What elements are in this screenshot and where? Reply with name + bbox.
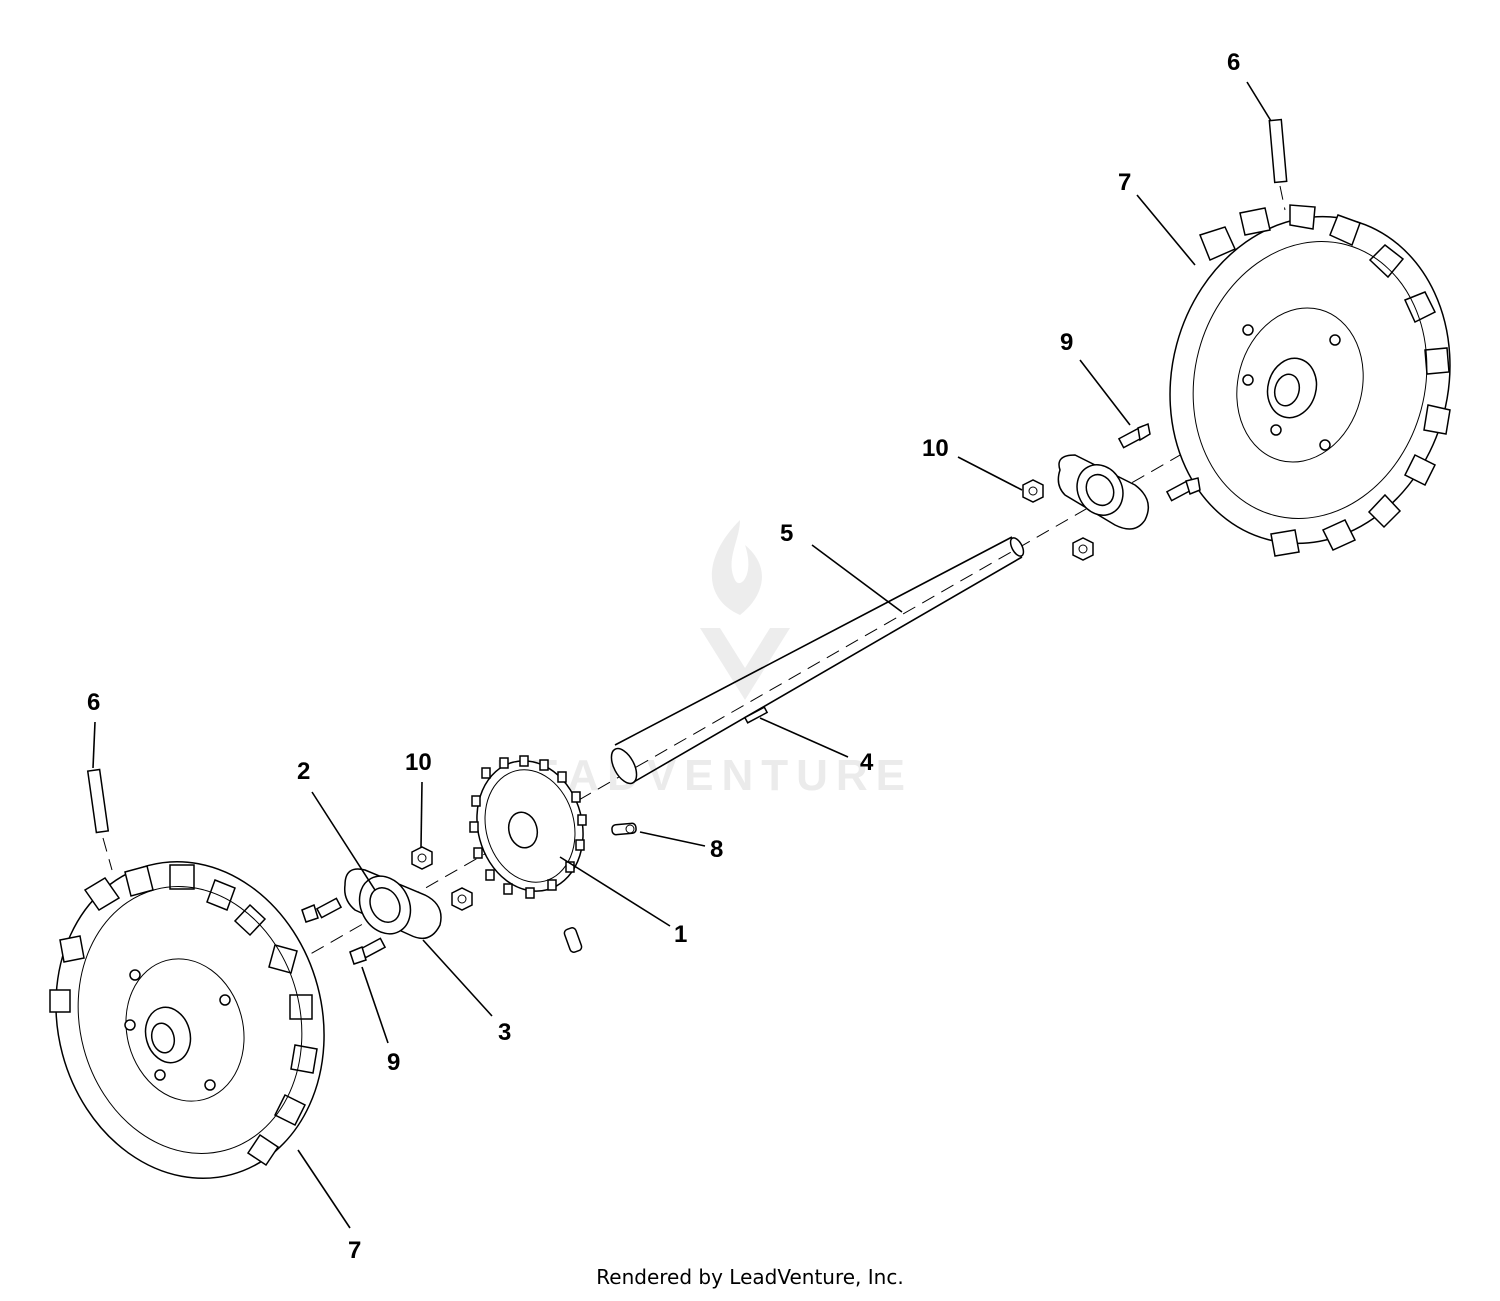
set-screw-bottom <box>563 927 583 953</box>
left-bolt-top <box>301 897 343 923</box>
callout-5: 5 <box>780 520 793 547</box>
right-wheel-treads <box>1199 204 1451 557</box>
left-wheel-treads <box>49 864 318 1167</box>
callout-4: 4 <box>860 749 874 776</box>
left-bearing <box>343 868 442 940</box>
right-bolt-top <box>1117 422 1151 449</box>
right-drive-pin <box>1268 118 1288 184</box>
left-wheel <box>49 860 325 1180</box>
callout-8: 8 <box>710 836 723 863</box>
callout-9-right: 9 <box>1060 329 1073 356</box>
callout-2: 2 <box>297 758 310 785</box>
callout-7-left: 7 <box>348 1237 361 1264</box>
callout-labels: 6 7 9 10 5 4 6 2 10 8 1 3 9 7 <box>87 49 1240 1264</box>
callout-10-left: 10 <box>405 749 432 776</box>
callout-3: 3 <box>498 1019 511 1046</box>
right-bolt-bottom <box>1165 477 1201 502</box>
callout-10-right: 10 <box>922 435 949 462</box>
right-nut-bottom <box>1072 537 1094 561</box>
left-bolt-bottom <box>349 937 387 965</box>
axle-shaft <box>610 536 1025 785</box>
left-nut-bottom <box>451 887 473 911</box>
left-nut-top <box>411 846 433 870</box>
right-wheel <box>1169 204 1451 557</box>
callout-7-right: 7 <box>1118 169 1131 196</box>
set-screw-right <box>611 822 637 836</box>
callout-6-left: 6 <box>87 689 100 716</box>
callout-6-right: 6 <box>1227 49 1240 76</box>
watermark: LEADVENTURE <box>495 520 905 800</box>
footer-credit: Rendered by LeadVenture, Inc. <box>596 1265 904 1289</box>
right-bearing <box>1057 454 1150 530</box>
callout-1: 1 <box>674 921 687 948</box>
sprocket <box>469 755 587 899</box>
axis-centerline <box>102 185 1291 1031</box>
right-nut-top <box>1022 479 1044 503</box>
leader-lines <box>92 81 1272 1229</box>
callout-9-left: 9 <box>387 1049 400 1076</box>
left-drive-pin <box>86 768 110 834</box>
sprocket-teeth <box>469 755 587 899</box>
